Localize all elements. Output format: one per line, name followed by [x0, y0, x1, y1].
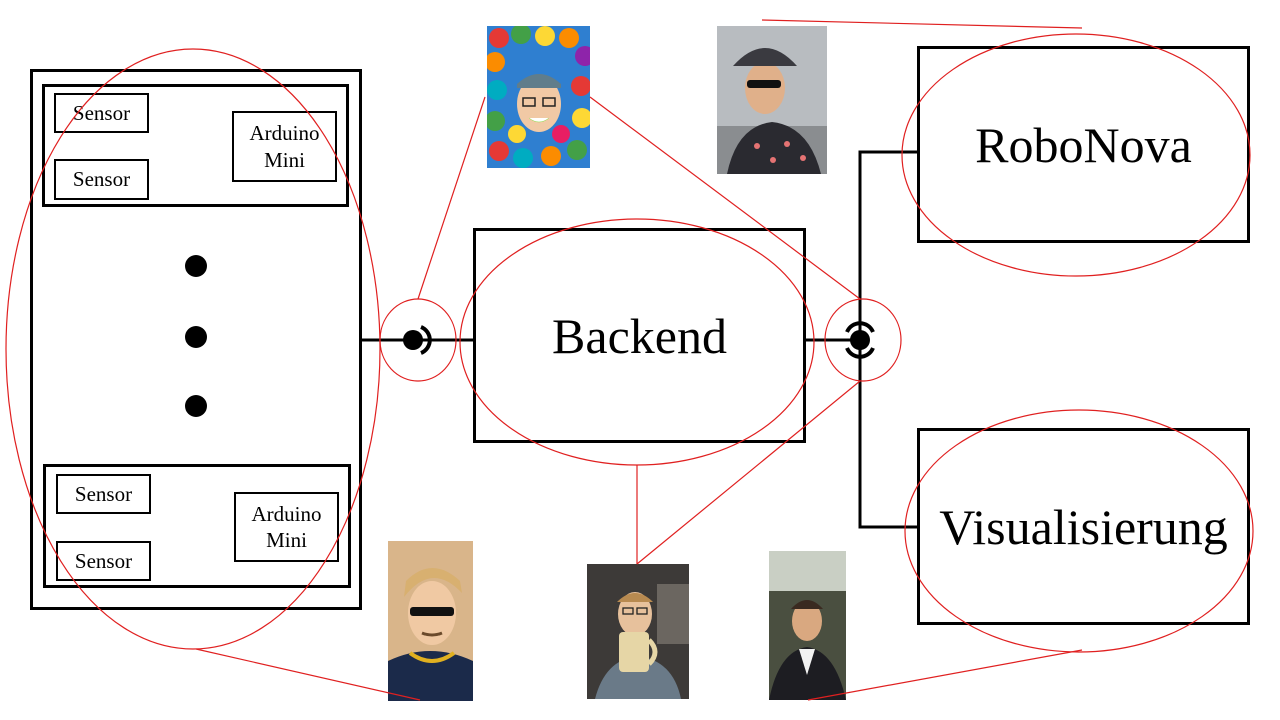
- arduino-label-line2: Mini: [264, 147, 305, 172]
- robonova-box: [917, 46, 1250, 243]
- photo-ballpit: [487, 26, 590, 168]
- sensor-label: Sensor: [54, 159, 149, 200]
- photo-party: [769, 551, 846, 700]
- visualisierung-box: [917, 428, 1250, 625]
- robonova-label: RoboNova: [975, 116, 1192, 173]
- photo-bucket-hat: [717, 26, 827, 174]
- red-link: [807, 649, 1083, 701]
- sensor-label: Sensor: [54, 93, 149, 133]
- highlight-ellipse-backend: [459, 218, 815, 466]
- red-link: [761, 19, 1083, 29]
- ellipsis-dot: [185, 326, 207, 348]
- provided-interface-icon: [403, 330, 423, 350]
- provided-interface-icon: [850, 330, 870, 350]
- backend-label: Backend: [552, 307, 727, 364]
- ellipsis-dot: [185, 395, 207, 417]
- sensor-label: Sensor: [56, 541, 151, 581]
- ellipsis-dot: [185, 255, 207, 277]
- backend-box: [473, 228, 806, 443]
- red-link: [636, 380, 861, 565]
- arduino-label-line1: Arduino: [251, 501, 322, 526]
- arduino-mini-box: Arduino Mini: [234, 492, 339, 562]
- arduino-label-line1: Arduino: [249, 121, 320, 146]
- arduino-label-line2: Mini: [266, 528, 307, 552]
- arduino-mini-box: Arduino Mini: [232, 111, 337, 182]
- red-link: [589, 96, 861, 300]
- required-interface-icon: [420, 325, 432, 355]
- photo-beer-mug: [587, 564, 689, 699]
- required-interface-icon: [845, 347, 875, 359]
- sensor-label: Sensor: [56, 474, 151, 514]
- highlight-ellipse-visualisierung: [904, 409, 1254, 653]
- required-interface-icon: [845, 321, 875, 333]
- photo-sunglasses: [388, 541, 473, 701]
- red-link: [195, 648, 421, 701]
- highlight-ellipse-robonova: [901, 33, 1251, 277]
- highlight-ellipse-sensors: [5, 48, 381, 650]
- red-link: [417, 96, 486, 300]
- visualisierung-label: Visualisierung: [939, 498, 1228, 555]
- highlight-ellipse-right-interface: [824, 298, 902, 382]
